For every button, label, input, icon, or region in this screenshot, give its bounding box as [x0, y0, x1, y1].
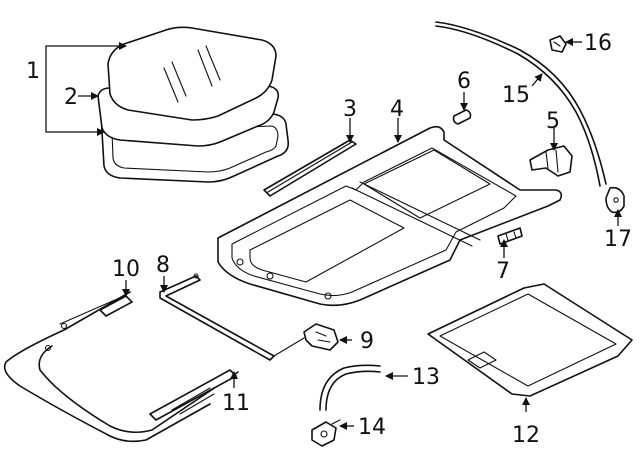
- callout-10: 10: [112, 257, 140, 282]
- sunroof-housing-part: [217, 125, 563, 307]
- callout-9: 9: [360, 329, 374, 354]
- drive-cable-right-part: [38, 344, 239, 434]
- callout-8: 8: [156, 253, 170, 278]
- deflector-strip-part: [263, 139, 357, 197]
- guide-rail-part: [159, 273, 305, 361]
- callout-1: 1: [26, 59, 40, 84]
- callout-11: 11: [222, 391, 250, 416]
- leader-lines: [45, 38, 622, 430]
- callout-7: 7: [496, 259, 510, 284]
- clip-part: [497, 227, 523, 245]
- callout-6: 6: [457, 69, 471, 94]
- callout-15: 15: [502, 83, 530, 108]
- motor-part: [303, 323, 339, 351]
- drain-tube-part: [319, 364, 381, 411]
- drain-hose-part: [435, 21, 607, 187]
- callout-3: 3: [343, 97, 357, 122]
- callout-5: 5: [546, 109, 560, 134]
- grommet-part: [605, 186, 625, 214]
- callout-13: 13: [412, 365, 440, 390]
- glass-panel-part: [107, 26, 277, 121]
- callout-2: 2: [64, 85, 78, 110]
- callout-12: 12: [512, 423, 540, 448]
- callout-4: 4: [390, 97, 404, 122]
- hose-clip-part: [549, 35, 567, 53]
- callout-16: 16: [584, 31, 612, 56]
- drive-cable-left-part: [3, 291, 211, 443]
- callout-14: 14: [358, 415, 386, 440]
- callout-labels: 1 2 3 4 5 6 7 8 9 10 11 12 13 14 15 16 1…: [26, 31, 632, 448]
- bracket-part: [529, 145, 573, 177]
- sunshade-part: [427, 283, 633, 397]
- plug-part: [452, 109, 472, 125]
- callout-17: 17: [604, 227, 632, 252]
- connector-part: [311, 419, 341, 447]
